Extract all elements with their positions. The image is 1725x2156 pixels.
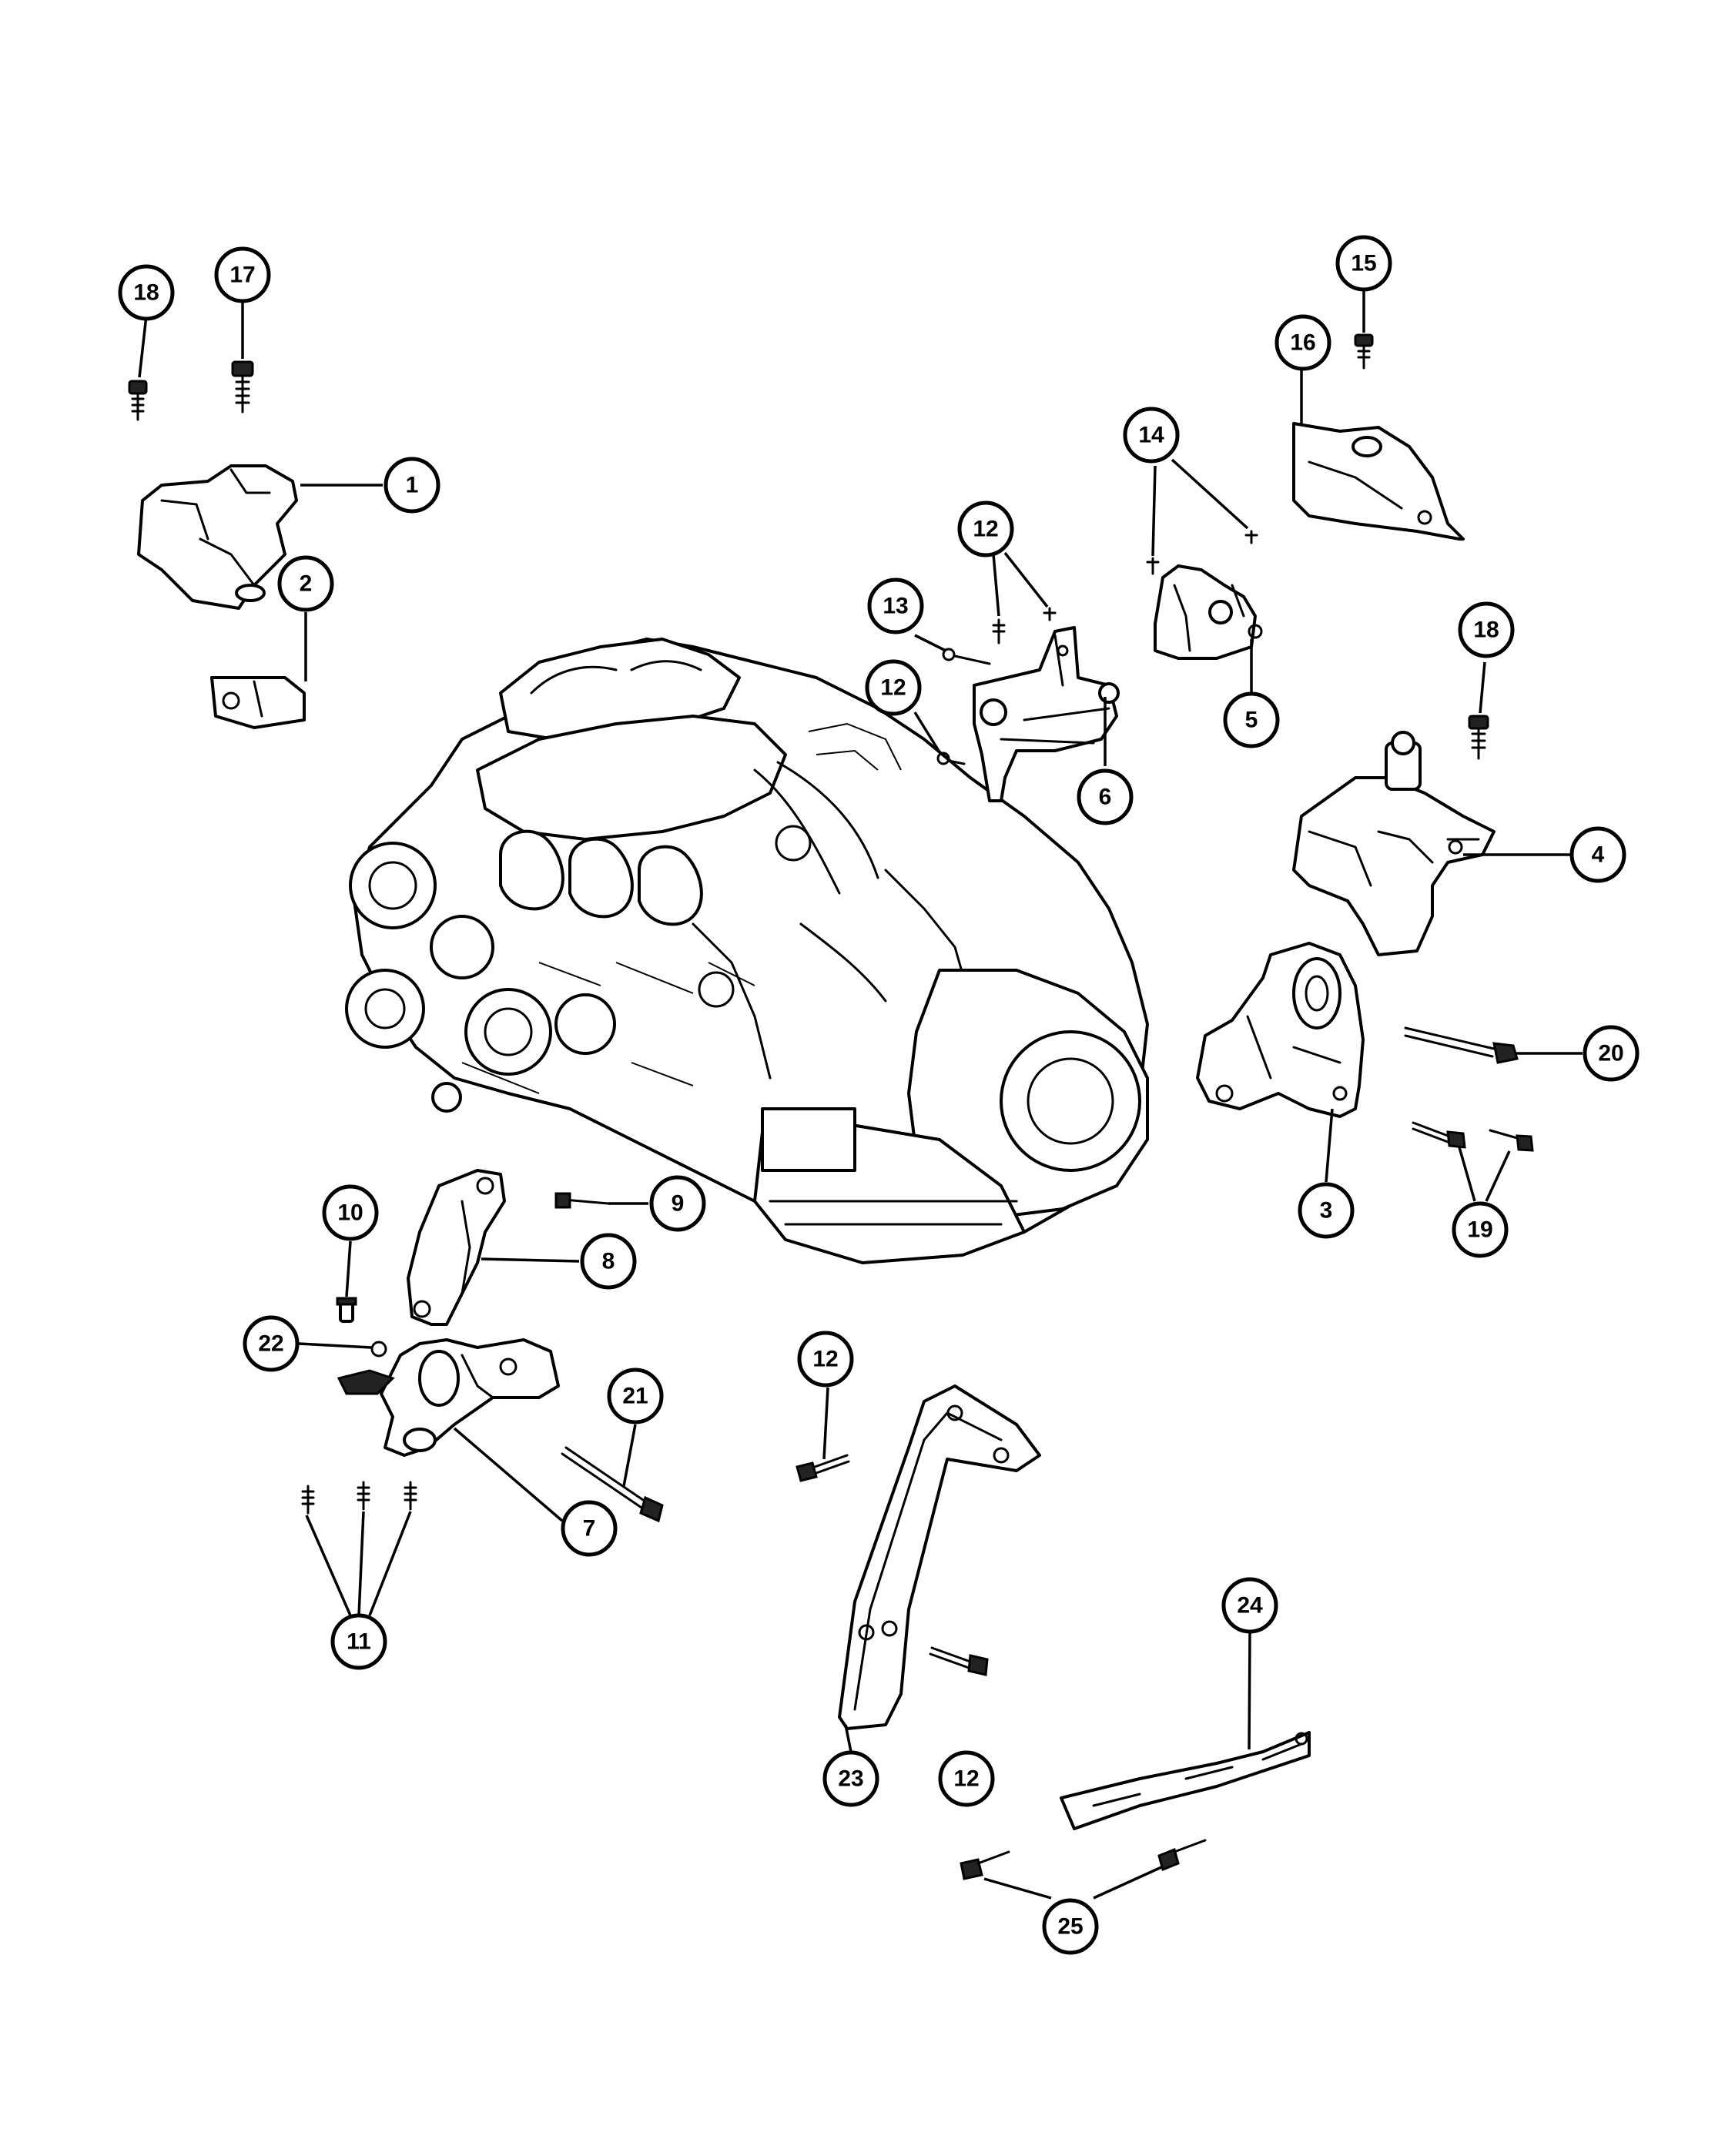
bolt-15 (1354, 333, 1374, 370)
callout-13-label: 13 (883, 594, 908, 619)
callout-5-label: 5 (1245, 708, 1258, 733)
callout-25: 25 (1042, 1898, 1099, 1955)
callout-1-label: 1 (406, 473, 419, 498)
callout-10-label: 10 (337, 1200, 363, 1226)
callout-13: 13 (867, 578, 924, 634)
callout-21-label: 21 (622, 1384, 648, 1409)
bolt-12-near-part6-a (992, 618, 1006, 644)
part-24-crossmember (1060, 1731, 1311, 1830)
callout-18-right-label: 18 (1473, 618, 1499, 643)
callout-4-label: 4 (1592, 842, 1605, 868)
bolt-12-left-of-part6 (936, 752, 966, 765)
callout-18-top-left: 18 (118, 264, 175, 321)
callout-18-label: 18 (133, 280, 159, 306)
bolt-18-top-left (128, 380, 148, 421)
callout-9-label: 9 (672, 1191, 685, 1217)
bolt-12-lower-part23 (929, 1646, 989, 1676)
callout-11-label: 11 (347, 1629, 371, 1655)
bolt-13 (942, 648, 991, 665)
callout-12-upper: 12 (957, 500, 1014, 557)
callout-17-label: 17 (229, 263, 255, 288)
callout-2: 2 (277, 555, 334, 612)
callout-11: 11 (330, 1613, 387, 1670)
callout-23: 23 (822, 1750, 879, 1807)
part-2-bracket (210, 676, 306, 729)
bolt-18-right (1468, 715, 1489, 760)
callout-16-label: 16 (1290, 330, 1315, 356)
bolt-10 (336, 1297, 357, 1323)
callout-20: 20 (1583, 1025, 1640, 1082)
bolt-9 (554, 1192, 610, 1209)
callout-19-label: 19 (1467, 1217, 1492, 1243)
part-3-front-mount (1196, 942, 1365, 1118)
callout-7: 7 (561, 1500, 618, 1557)
callout-6: 6 (1077, 768, 1134, 825)
callout-19: 19 (1452, 1201, 1509, 1258)
callout-12-upper-label: 12 (973, 517, 998, 542)
bolt-12-upper-part23 (796, 1454, 850, 1482)
bolt-20 (1404, 1026, 1519, 1064)
bolt-17-top-left (231, 360, 254, 413)
callout-8: 8 (580, 1233, 637, 1290)
part-8-bracket (407, 1169, 506, 1326)
leader-lines (138, 291, 1583, 1900)
callout-12-lower-left-label: 12 (812, 1347, 838, 1372)
callout-23-label: 23 (838, 1766, 863, 1792)
callout-16: 16 (1274, 314, 1331, 371)
callout-18-right: 18 (1458, 601, 1515, 658)
bolt-21 (561, 1446, 664, 1523)
bolts-25-pair (960, 1839, 1207, 1880)
part-7-mount (337, 1338, 560, 1457)
callout-22-label: 22 (258, 1331, 283, 1357)
callout-12-lower-left: 12 (797, 1331, 854, 1388)
callout-12-left: 12 (865, 659, 922, 716)
callout-14-label: 14 (1138, 423, 1164, 448)
fastener-14-pair (1146, 530, 1258, 575)
callout-10: 10 (322, 1184, 379, 1241)
callout-22: 22 (243, 1315, 300, 1372)
callout-2-label: 2 (300, 571, 313, 597)
bolts-11-set (301, 1481, 417, 1515)
bolt-12-near-part6-b (1043, 607, 1057, 621)
callout-25-label: 25 (1057, 1914, 1083, 1940)
callout-3: 3 (1298, 1182, 1355, 1239)
callout-17: 17 (214, 246, 271, 303)
callout-24-label: 24 (1237, 1593, 1263, 1619)
engine-assembly-illustration (345, 638, 1149, 1264)
callout-8-label: 8 (602, 1249, 615, 1274)
callout-12-lower-right: 12 (938, 1750, 995, 1807)
bolt-19-pair (1412, 1121, 1534, 1152)
part-16-heat-shield (1292, 422, 1465, 541)
callout-12-lower-right-label: 12 (953, 1766, 979, 1792)
callout-15-label: 15 (1351, 251, 1376, 276)
callout-24: 24 (1221, 1577, 1278, 1634)
callout-9: 9 (649, 1175, 706, 1232)
part-5-mount-bracket (1154, 564, 1263, 660)
callout-1: 1 (384, 457, 440, 514)
callout-14: 14 (1123, 407, 1180, 464)
callout-6-label: 6 (1099, 785, 1112, 810)
nut-22 (370, 1341, 387, 1358)
callout-15: 15 (1335, 235, 1392, 292)
part-1-engine-mount (137, 464, 298, 610)
callout-21: 21 (607, 1368, 664, 1424)
callout-20-label: 20 (1598, 1041, 1623, 1066)
part-23-support-bracket (838, 1384, 1041, 1730)
part-4-transmission-mount (1292, 731, 1496, 956)
callout-7-label: 7 (583, 1516, 596, 1542)
callout-4: 4 (1569, 826, 1626, 883)
callout-3-label: 3 (1320, 1198, 1333, 1224)
callout-5: 5 (1223, 691, 1280, 748)
callout-12-left-label: 12 (880, 675, 906, 701)
